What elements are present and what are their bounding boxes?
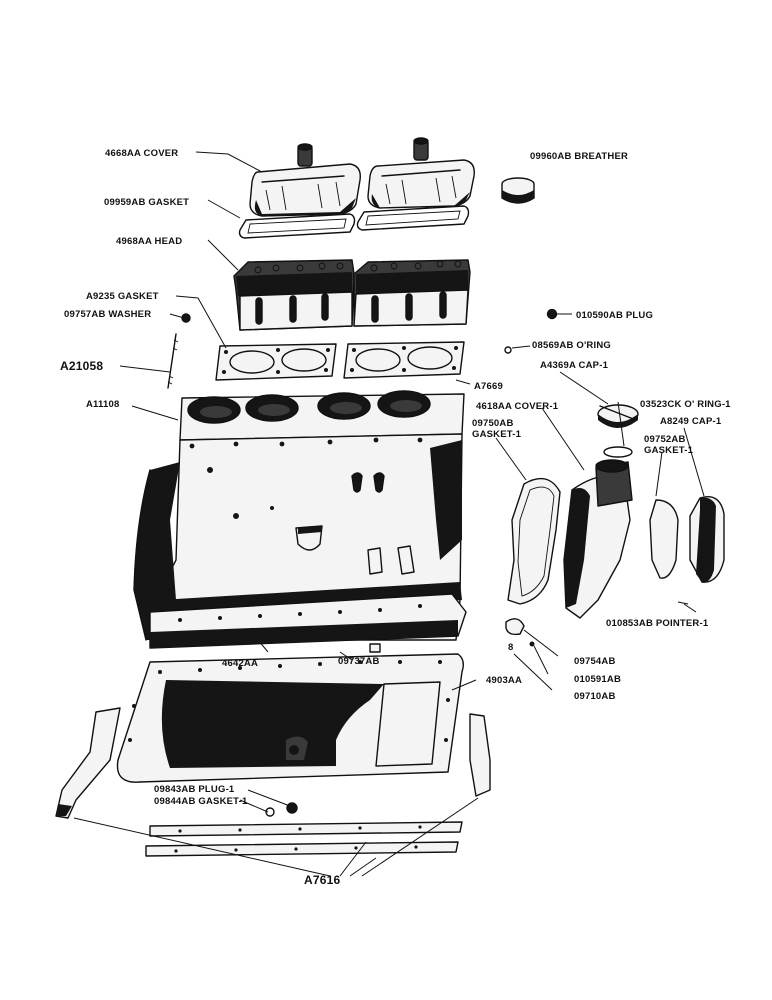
label-4968aa-head: 4968AA HEAD <box>116 236 182 247</box>
label-03523ck-oring: 03523CK O' RING-1 <box>640 399 731 410</box>
label-09752ab-gasket: GASKET-1 <box>644 445 694 456</box>
o-ring-03523 <box>603 446 633 458</box>
breather-cap <box>501 177 535 204</box>
label-a4369a-cap: A4369A CAP-1 <box>540 360 609 371</box>
label-4903aa: 4903AA <box>486 675 522 686</box>
part-labels: 4668AA COVER 09960AB BREATHER 09959AB GA… <box>60 148 731 887</box>
o-ring-08569 <box>504 346 512 354</box>
label-a11108: A11108 <box>86 399 119 410</box>
label-4642aa: 4642AA <box>222 658 258 669</box>
cap-a8249 <box>689 496 725 583</box>
label-09960ab-breather: 09960AB BREATHER <box>530 151 628 162</box>
head-stud <box>167 333 179 389</box>
valve-cover-left <box>249 143 361 217</box>
label-09754ab: 09754AB <box>574 656 616 667</box>
label-a8249-cap: A8249 CAP-1 <box>660 416 722 427</box>
engine-block <box>133 390 467 649</box>
label-09710ab: 09710AB <box>574 691 616 702</box>
label-010590ab-plug: 010590AB PLUG <box>576 310 653 321</box>
part-09737 <box>369 643 381 653</box>
label-09757ab-washer: 09757AB WASHER <box>64 309 151 320</box>
valve-cover-gaskets <box>238 205 470 239</box>
plug-09754 <box>505 618 525 636</box>
washer-010591 <box>529 641 535 647</box>
oil-pan-4903 <box>116 653 465 783</box>
gear-cover-4618 <box>563 459 633 619</box>
cylinder-head-right <box>353 259 471 327</box>
label-4618aa-cover: 4618AA COVER-1 <box>476 401 559 412</box>
head-gaskets <box>215 341 465 381</box>
oil-pan-gasket-strips <box>145 821 463 857</box>
label-a7669: A7669 <box>474 381 503 392</box>
label-4668aa-cover: 4668AA COVER <box>105 148 178 159</box>
marker-b: 8 <box>508 642 513 653</box>
label-a21058: A21058 <box>60 359 103 373</box>
label-a7616: A7616 <box>304 873 340 887</box>
washer <box>181 313 191 323</box>
label-09843ab-plug: 09843AB PLUG-1 <box>154 784 235 795</box>
label-09750ab: 09750AB <box>472 418 514 429</box>
pointer-010853 <box>677 601 689 605</box>
label-a9235-gasket: A9235 GASKET <box>86 291 159 302</box>
label-08569ab-oring: 08569AB O'RING <box>532 340 611 351</box>
label-010853ab-pointer: 010853AB POINTER-1 <box>606 618 709 629</box>
label-010591ab: 010591AB <box>574 674 621 685</box>
label-09750ab-gasket: GASKET-1 <box>472 429 522 440</box>
oil-pan-gasket-side-left <box>55 707 121 819</box>
label-09959ab-gasket: 09959AB GASKET <box>104 197 189 208</box>
label-09737ab: 09737AB <box>338 656 380 667</box>
label-09844ab-gasket: 09844AB GASKET-1 <box>154 796 248 807</box>
drain-plug-09843 <box>286 802 298 814</box>
label-09752ab: 09752AB <box>644 434 686 445</box>
drain-gasket-09844 <box>265 807 275 817</box>
valve-cover-right <box>367 137 475 209</box>
leader-lines <box>73 151 705 877</box>
cap-a4369 <box>597 404 639 428</box>
oil-pan-gasket-side-right <box>469 713 491 797</box>
timing-gasket-09750 <box>507 477 561 605</box>
plug-010590 <box>546 308 558 320</box>
cylinder-head-left <box>233 259 355 331</box>
gasket-09752 <box>649 499 679 579</box>
